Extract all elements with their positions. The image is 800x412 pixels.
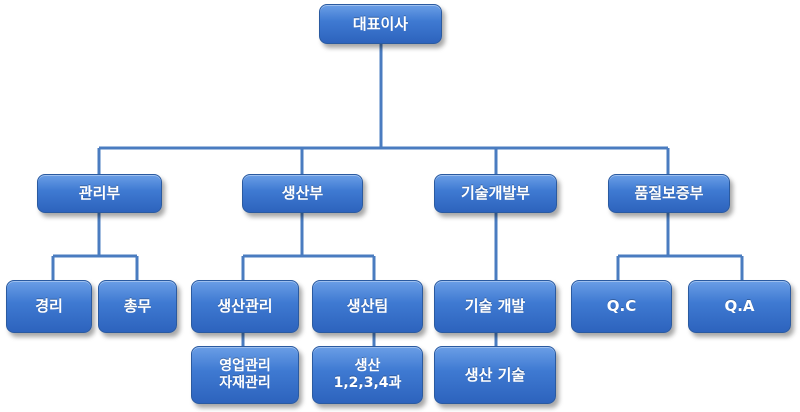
- node-dept-quality: 품질보증부: [608, 174, 730, 213]
- node-dept-rnd: 기술개발부: [434, 174, 557, 213]
- node-team-production-management: 생산관리: [191, 280, 299, 333]
- node-team-qc: Q.C: [571, 280, 672, 333]
- node-dept-production: 생산부: [242, 174, 363, 213]
- node-subteam-sales-materials: 영업관리 자재관리: [191, 346, 299, 404]
- node-team-accounting: 경리: [6, 280, 92, 333]
- node-team-general-affairs: 총무: [98, 280, 177, 333]
- node-team-production-tech: 생산 기술: [434, 346, 556, 404]
- node-ceo: 대표이사: [319, 4, 442, 44]
- node-team-qa: Q.A: [688, 280, 791, 333]
- node-subteam-production-sections: 생산 1,2,3,4과: [312, 346, 423, 404]
- node-dept-admin: 관리부: [37, 174, 162, 213]
- node-team-production-team: 생산팀: [312, 280, 423, 333]
- node-team-tech-development: 기술 개발: [434, 280, 556, 333]
